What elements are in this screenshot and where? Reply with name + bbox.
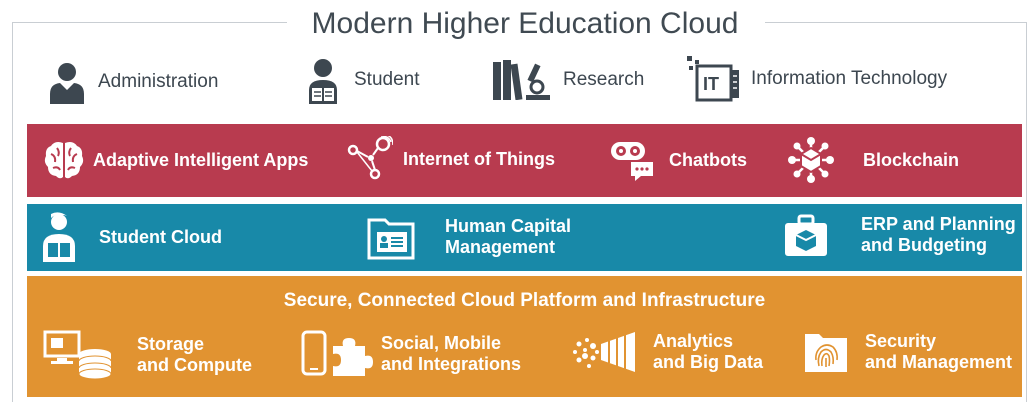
item-label-line1: Security	[865, 331, 937, 351]
role-label: Student	[354, 69, 420, 90]
role-label: Administration	[98, 71, 219, 92]
item-label-line2: and Compute	[137, 355, 252, 375]
item-label: Student Cloud	[99, 226, 222, 247]
item-label-line2: and Integrations	[381, 354, 522, 374]
blockchain-icon	[788, 137, 834, 183]
item-human-capital-management: Human Capital Management	[367, 214, 571, 260]
item-label-line1: Human Capital	[445, 216, 572, 236]
item-label-line1: Analytics	[653, 331, 734, 351]
item-label-line1: ERP and Planning	[861, 214, 1016, 234]
item-blockchain: Blockchain	[787, 136, 959, 184]
item-label-line1: Storage	[137, 334, 205, 354]
books-microscope-icon	[493, 60, 550, 100]
applications-band: Student Cloud Human Capital Management E…	[27, 204, 1022, 271]
frame-top-left-line	[12, 22, 287, 23]
item-label: Blockchain	[863, 149, 960, 170]
item-chatbots: Chatbots	[609, 138, 747, 182]
student-icon	[43, 212, 75, 262]
item-adaptive-intelligent-apps: Adaptive Intelligent Apps	[43, 140, 308, 180]
student-reading-icon	[309, 59, 337, 104]
briefcase-icon	[785, 214, 827, 256]
item-internet-of-things: Internet of Things	[345, 136, 555, 182]
role-label: Research	[563, 69, 645, 90]
item-storage-compute: Storage and Compute	[43, 330, 252, 380]
mobile-puzzle-icon	[301, 330, 373, 376]
id-card-folder-icon	[367, 218, 415, 260]
analytics-icon	[573, 332, 635, 372]
item-label: Internet of Things	[403, 148, 555, 169]
platform-band: Secure, Connected Cloud Platform and Inf…	[27, 276, 1022, 397]
iot-network-icon	[347, 136, 393, 180]
frame-right-line	[1026, 22, 1027, 402]
role-research: Research	[493, 60, 644, 100]
frame-left-line	[12, 22, 13, 402]
item-label-line2: and Management	[865, 352, 1013, 372]
role-administration: Administration	[48, 60, 218, 104]
brain-icon	[44, 142, 84, 179]
item-label-line2: and Big Data	[653, 352, 764, 372]
item-student-cloud: Student Cloud	[41, 212, 222, 262]
it-server-icon: IT	[687, 56, 739, 102]
item-label: Adaptive Intelligent Apps	[93, 149, 309, 170]
role-information-technology: IT Information Technology	[687, 56, 947, 102]
svg-text:IT: IT	[703, 74, 719, 94]
item-label-line2: and Budgeting	[861, 235, 987, 255]
administrator-icon	[50, 63, 84, 104]
chatbot-icon	[611, 142, 653, 181]
item-erp-planning-budgeting: ERP and Planning and Budgeting	[785, 214, 1016, 256]
item-label: Chatbots	[669, 149, 747, 170]
frame-top-right-line	[765, 22, 1027, 23]
item-label-line2: Management	[445, 237, 556, 257]
innovation-band: Adaptive Intelligent Apps Internet of Th…	[27, 124, 1022, 197]
item-analytics-big-data: Analytics and Big Data	[571, 330, 763, 374]
storage-compute-icon	[43, 330, 112, 380]
item-social-mobile-integrations: Social, Mobile and Integrations	[299, 330, 521, 378]
role-label: Information Technology	[751, 68, 948, 89]
item-security-management: Security and Management	[803, 330, 1012, 374]
item-label-line1: Social, Mobile	[381, 333, 502, 353]
fingerprint-folder-icon	[805, 334, 847, 372]
page-title: Modern Higher Education Cloud	[290, 4, 760, 44]
role-student: Student	[304, 56, 420, 104]
platform-title: Secure, Connected Cloud Platform and Inf…	[283, 290, 766, 311]
